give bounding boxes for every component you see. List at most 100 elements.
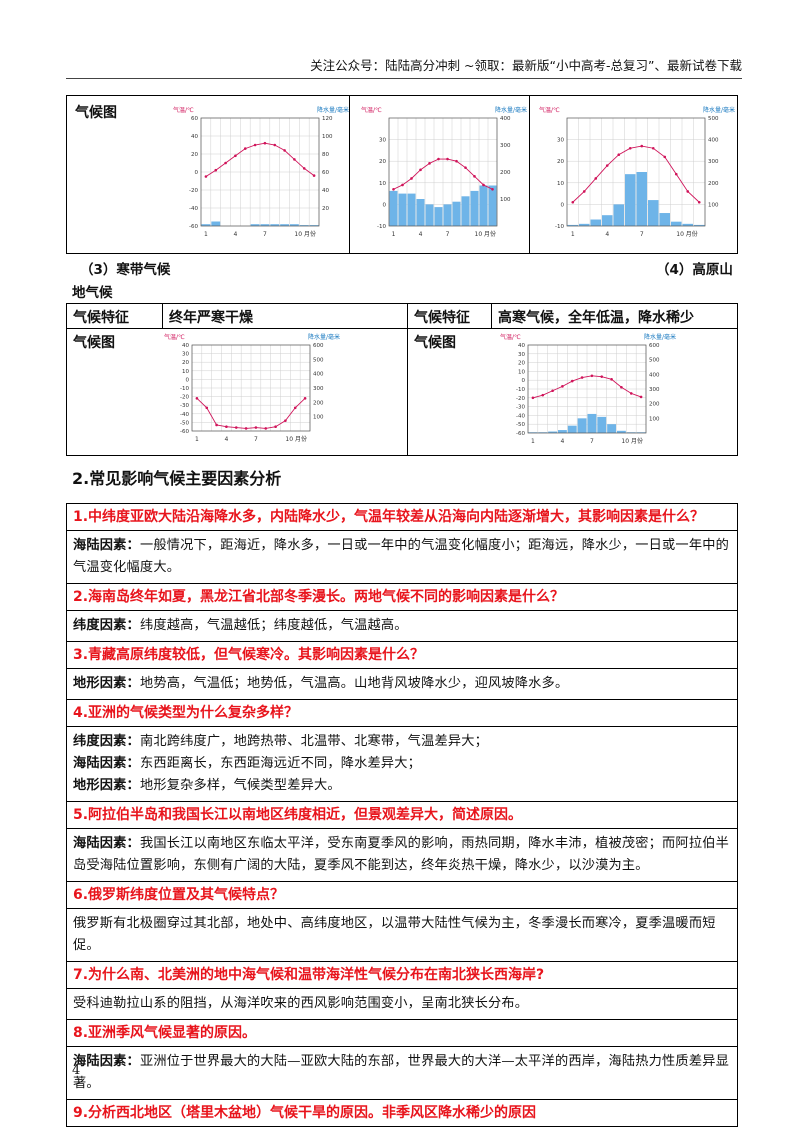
question-text: 4.亚洲的气候类型为什么复杂多样？ xyxy=(73,705,299,721)
answer-line: 海陆因素：东西距离长，东西距海远近不同，降水差异大； xyxy=(73,753,731,775)
precip-bar xyxy=(434,207,443,226)
precip-axis-title: 降水量/毫米 xyxy=(495,106,527,114)
month-tick-label: 1 xyxy=(195,436,199,443)
precip-bar xyxy=(260,224,270,226)
temp-tick-label: -10 xyxy=(377,224,386,230)
precip-bar xyxy=(389,190,398,226)
temperature-point xyxy=(254,426,258,429)
temperature-point xyxy=(663,155,667,159)
temp-axis-title: 气温/℃ xyxy=(361,106,382,114)
temperature-point xyxy=(686,190,690,193)
temp-tick-label: 40 xyxy=(191,134,198,140)
temp-tick-label: 20 xyxy=(191,152,198,158)
month-tick-label: 7 xyxy=(254,436,258,443)
precip-bar xyxy=(416,199,425,226)
temperature-point xyxy=(455,159,458,163)
temperature-point xyxy=(410,177,413,180)
precip-bar xyxy=(211,221,221,226)
precip-tick-label: 300 xyxy=(649,387,660,393)
temperature-line xyxy=(572,145,700,203)
temperature-point xyxy=(590,374,594,378)
answer-row: 地形因素：地势高，气温低；地势低，气温高。山地背风坡降水少，迎风坡降水多。 xyxy=(66,668,738,699)
temp-tick-label: -20 xyxy=(516,396,525,402)
temperature-point xyxy=(491,187,494,191)
feature-value-right: 高寒气候，全年低温，降水稀少 xyxy=(498,310,694,326)
answer-line: 纬度因素：纬度越高，气温越低；纬度越低，气温越高。 xyxy=(73,615,731,637)
temperature-point xyxy=(214,168,218,172)
answer-text: 地势高，气温低；地势低，气温高。山地背风坡降水少，迎风坡降水多。 xyxy=(139,676,569,691)
month-tick-label: 1 xyxy=(392,231,396,238)
factor-label: 地形因素： xyxy=(73,778,140,793)
temperature-point xyxy=(419,168,422,172)
month-tick-label: 7 xyxy=(640,231,644,238)
temperature-point xyxy=(284,419,287,422)
precip-axis-title: 降水量/毫米 xyxy=(308,333,340,341)
temperature-point xyxy=(274,425,277,428)
section4-title: （4）高原山 xyxy=(656,262,733,278)
precip-bar xyxy=(626,432,636,433)
temperature-line xyxy=(196,397,306,429)
temperature-point xyxy=(531,396,535,400)
month-tick-label: 1 xyxy=(571,231,575,238)
temp-axis-title: 气温/℃ xyxy=(173,106,194,114)
month-tick-label: 10 月份 xyxy=(294,230,316,238)
chart-label-right: 气候图 xyxy=(414,335,456,351)
temperature-point xyxy=(204,175,208,178)
precip-axis-title: 降水量/毫米 xyxy=(644,333,676,341)
precip-bar xyxy=(682,223,693,226)
answer-line: 地形因素：地形复杂多样，气候类型差异大。 xyxy=(73,775,731,797)
temperature-point xyxy=(610,378,613,381)
factor-label: 海陆因素： xyxy=(73,836,140,851)
precip-bar xyxy=(567,425,577,433)
page-number: 4 xyxy=(72,1063,81,1078)
page-header: 关注公众号：陆陆高分冲刺 ~领取：最新版“小中高考-总复习”、最新试卷下载 xyxy=(310,58,742,73)
temp-tick-label: 0 xyxy=(383,202,387,208)
temperature-point xyxy=(551,389,554,393)
temperature-point xyxy=(264,427,268,430)
question-row: 5.阿拉伯半岛和我国长江以南地区纬度相近，但景观差异大，简述原因。 xyxy=(66,801,738,828)
answer-text: 南北跨纬度广，地跨热带、北温带、北寒带，气温差异大； xyxy=(139,734,489,749)
feature-value-cell-left: 终年严寒干燥 xyxy=(162,303,408,329)
precip-bar xyxy=(613,204,624,226)
precip-bar xyxy=(636,172,647,226)
temp-tick-label: 30 xyxy=(379,138,386,144)
precip-bar xyxy=(309,225,319,226)
factor-label: 地形因素： xyxy=(73,676,140,691)
temp-tick-label: -60 xyxy=(180,429,189,435)
question-row: 7.为什么南、北美洲的地中海气候和温带海洋性气候分布在南北狭长西海岸? xyxy=(66,961,738,988)
answer-text: 东西距离长，东西距海远近不同，降水差异大； xyxy=(139,756,422,771)
cold-highland-table: 气候特征 终年严寒干燥 气候特征 高寒气候，全年低温，降水稀少 气候图 气候图 … xyxy=(66,303,738,456)
temperature-point xyxy=(244,427,248,430)
precip-bar xyxy=(567,224,578,226)
temperature-point xyxy=(283,149,286,152)
precip-tick-label: 20 xyxy=(322,206,329,212)
precip-bar xyxy=(398,193,407,226)
precip-tick-label: 300 xyxy=(313,386,324,392)
precip-tick-label: 400 xyxy=(500,116,511,122)
precip-bar xyxy=(407,193,416,226)
temp-tick-label: 40 xyxy=(182,343,189,349)
precip-bar xyxy=(597,416,607,433)
precip-bar xyxy=(579,223,590,226)
chart-cell-right-2: 气候图 xyxy=(407,328,738,456)
temperature-point xyxy=(629,392,633,395)
month-tick-label: 10 月份 xyxy=(621,437,643,445)
temperature-point xyxy=(234,426,238,429)
chart-cell-middle xyxy=(349,96,529,253)
question-text: 9.分析西北地区（塔里木盆地）气候干旱的原因。非季风区降水稀少的原因 xyxy=(73,1105,537,1121)
precip-tick-label: 40 xyxy=(322,188,329,194)
temp-tick-label: -20 xyxy=(189,188,198,194)
precip-tick-label: 100 xyxy=(500,197,511,203)
precip-bar xyxy=(290,224,299,226)
precip-tick-label: 100 xyxy=(313,415,324,421)
answer-row: 海陆因素：我国长江以南地区东临太平洋，受东南夏季风的影响，雨热同期，降水丰沛，植… xyxy=(66,828,738,881)
temperature-point xyxy=(473,175,476,178)
question-row: 9.分析西北地区（塔里木盆地）气候干旱的原因。非季风区降水稀少的原因 xyxy=(66,1099,738,1127)
plot-frame xyxy=(388,117,498,227)
precip-bar xyxy=(201,224,211,226)
factor-label: 纬度因素： xyxy=(73,734,140,749)
answer-text: 纬度越高，气温越低；纬度越低，气温越高。 xyxy=(139,618,408,633)
temp-tick-label: 60 xyxy=(191,116,198,122)
precip-tick-label: 600 xyxy=(313,343,324,349)
